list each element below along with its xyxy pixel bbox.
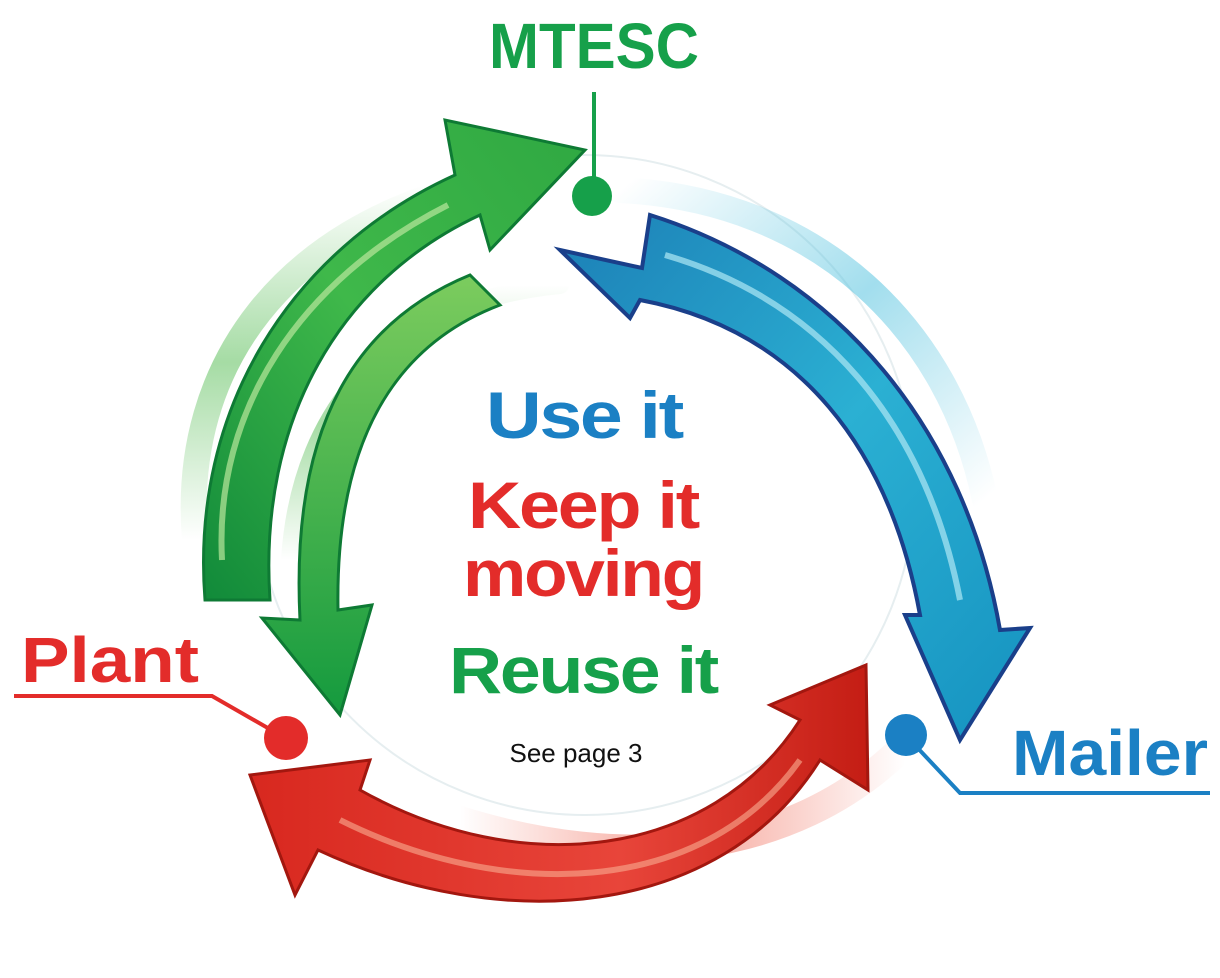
mtesc-dot (572, 176, 612, 216)
mailer-leader-line (910, 740, 1210, 795)
plant-label: Plant (21, 624, 199, 696)
blue-arrow (553, 212, 1034, 745)
see-page-note: See page 3 (509, 738, 642, 768)
mtesc-label: MTESC (489, 10, 699, 82)
plant-dot (264, 716, 308, 760)
moving-text: moving (463, 536, 703, 610)
red-arrow (247, 662, 870, 903)
reuse-it-text: Reuse it (449, 633, 719, 707)
plant-leader-line (14, 694, 281, 737)
center-message: Use it Keep it moving Reuse it See page … (449, 378, 721, 768)
green-arrow-inner (258, 273, 503, 719)
mtesc-node: MTESC (489, 10, 699, 216)
mailer-label: Mailer (1012, 717, 1208, 789)
green-arrow-outer (202, 118, 588, 602)
blue-swoosh-trail (607, 177, 998, 513)
use-it-text: Use it (486, 378, 684, 452)
keep-it-text: Keep it (468, 468, 700, 542)
plant-node: Plant (14, 624, 308, 760)
mailer-dot (885, 714, 927, 756)
mailer-node: Mailer (885, 714, 1210, 795)
